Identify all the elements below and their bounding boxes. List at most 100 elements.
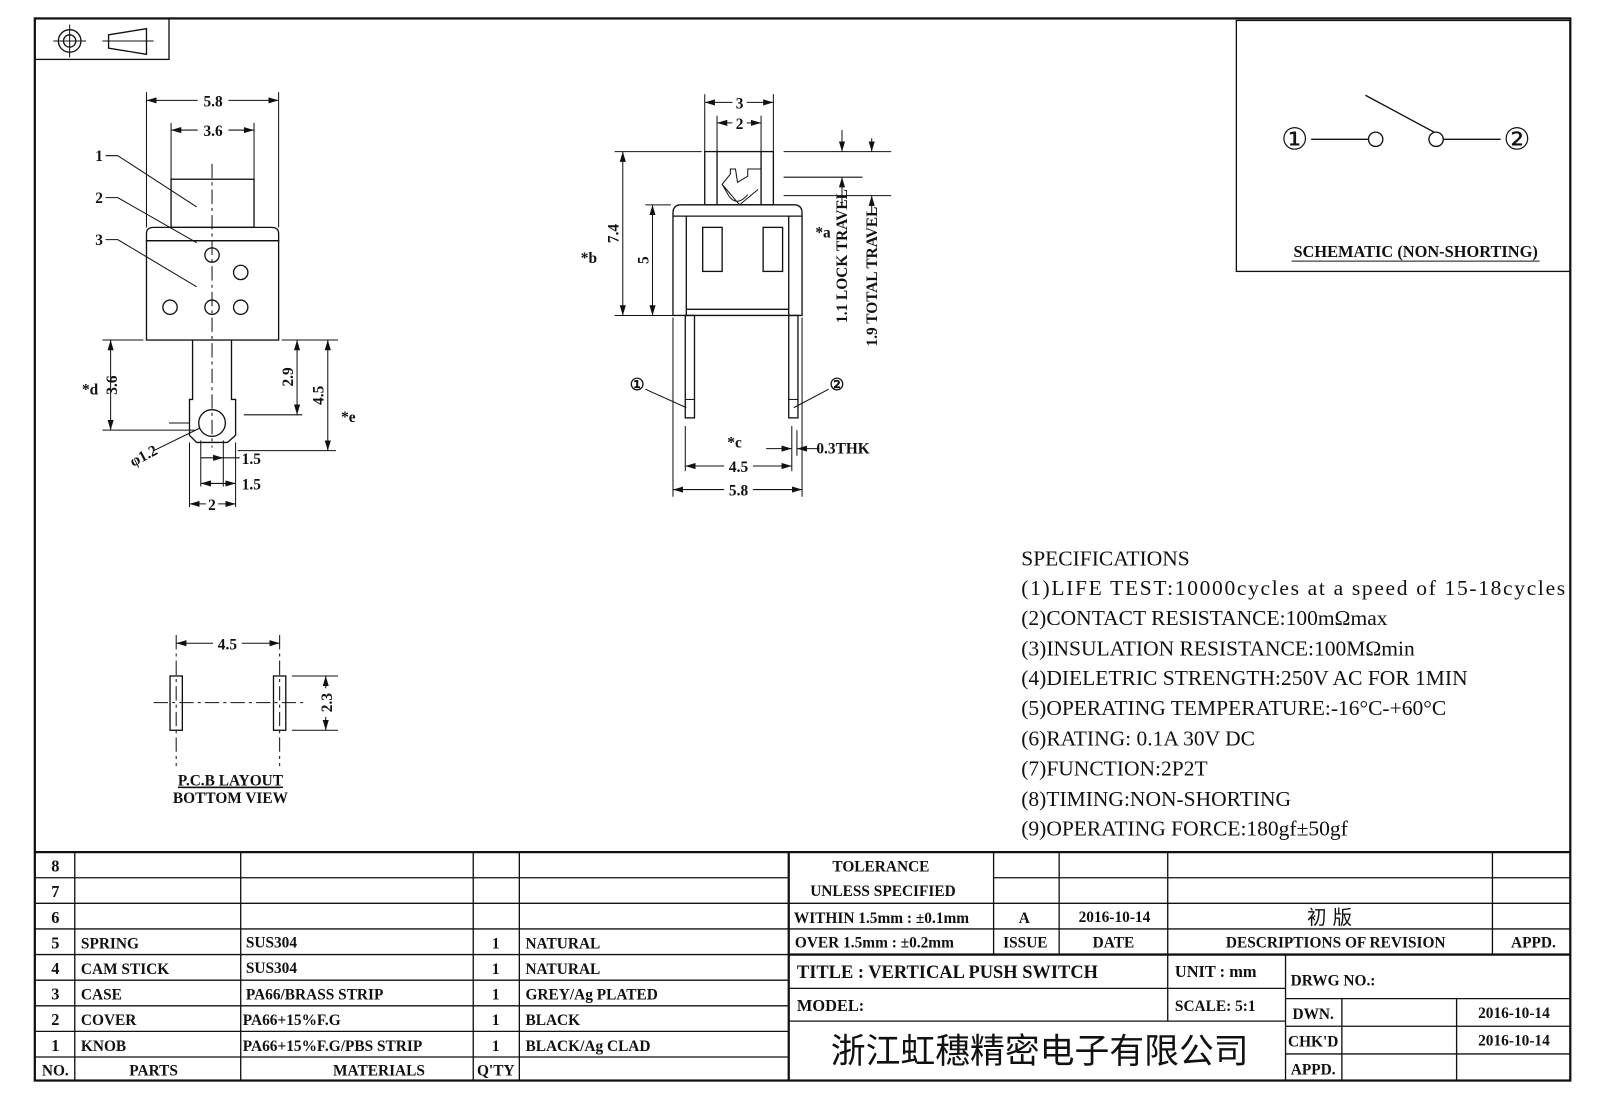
spec-item: (4)DIELETRIC STRENGTH:250V AC FOR 1MIN: [1021, 666, 1468, 690]
dim-pin-pitch: 4.5: [729, 459, 749, 476]
dim-knob-outer: 3: [736, 96, 744, 113]
dim-pcb-pitch: 4.5: [218, 636, 238, 653]
first-angle-projection-icon: [53, 24, 154, 58]
dim-lug-a: 1.5: [242, 451, 262, 468]
unit-label: UNIT : mm: [1175, 962, 1257, 981]
pcb-layout: 4.5 2.3 P.C.B LAYOUT BOTTOM VIEW: [153, 635, 339, 807]
drawn-label: DWN.: [1292, 1006, 1334, 1023]
dim-total-travel: 1.9 TOTAL TRAVEL: [864, 207, 881, 347]
terminal-1: ①: [1281, 123, 1309, 157]
issue-header: ISSUE: [1003, 934, 1047, 951]
svg-text:4: 4: [51, 959, 59, 978]
svg-text:3: 3: [51, 985, 59, 1004]
svg-text:8: 8: [51, 857, 59, 876]
model-label: MODEL:: [797, 996, 864, 1015]
dim-height-total: 7.4: [606, 224, 623, 244]
checked-date: 2016-10-14: [1478, 1033, 1550, 1050]
appd-header: APPD.: [1511, 934, 1556, 951]
callout-2: 2: [95, 190, 103, 207]
svg-text:6: 6: [51, 908, 59, 927]
tolerance-within: WITHIN 1.5mm : ±0.1mm: [794, 910, 969, 927]
front-view: 3 2 7.4 *b 5 1.1 LOCK TRAVEL 1.9 TOTAL T…: [581, 94, 892, 500]
case-holes: [162, 247, 249, 316]
cover-outline: [145, 226, 280, 242]
bom-row: 8: [51, 857, 59, 876]
svg-text:NO.: NO.: [42, 1062, 69, 1079]
svg-text:Q'TY: Q'TY: [477, 1062, 515, 1079]
body-outline: [672, 204, 803, 317]
svg-text:PA66+15%F.G/PBS STRIP: PA66+15%F.G/PBS STRIP: [243, 1038, 422, 1055]
svg-text:5: 5: [51, 933, 59, 952]
bom-row: 5 SPRING SUS304 1 NATURAL: [51, 933, 600, 952]
title-block: TOLERANCE UNLESS SPECIFIED WITHIN 1.5mm …: [788, 852, 1571, 1081]
dim-knob-inner: 2: [736, 116, 744, 133]
bom-row: 1 KNOB PA66+15%F.G/PBS STRIP 1 BLACK/Ag …: [51, 1036, 650, 1055]
callout-3: 3: [95, 232, 103, 249]
spec-item: (1)LIFE TEST:10000cycles at a speed of 1…: [1021, 576, 1565, 600]
dim-pad-length: 2.3: [319, 693, 336, 713]
bom-header-row: NO. PARTS MATERIALS Q'TY: [42, 1062, 515, 1079]
bottom-view-label: BOTTOM VIEW: [173, 790, 289, 807]
dim-hole: φ1.2: [127, 442, 161, 471]
approved-label: APPD.: [1291, 1061, 1336, 1078]
terminal-2: ②: [1503, 123, 1531, 157]
dim-width: 5.8: [729, 483, 749, 500]
dim-body-height: 5: [635, 256, 652, 264]
switch-blade: [1365, 94, 1435, 133]
drawing-border: [33, 17, 1572, 1082]
bom-table: 8 7 6 5 SPRING SUS304 1 NATURAL 4 CAM ST…: [34, 851, 1571, 1081]
schematic-caption: SCHEMATIC (NON-SHORTING): [1293, 242, 1537, 261]
spec-item: (9)OPERATING FORCE:180gf±50gf: [1021, 817, 1348, 841]
svg-text:1: 1: [492, 961, 500, 978]
dim-e-inner: 2.9: [280, 367, 297, 387]
svg-text:PA66+15%F.G: PA66+15%F.G: [243, 1012, 341, 1029]
svg-text:1: 1: [492, 935, 500, 952]
spec-item: (2)CONTACT RESISTANCE:100mΩmax: [1021, 606, 1388, 630]
cam-mechanism: [721, 168, 762, 206]
pcb-layout-label: P.C.B LAYOUT: [178, 773, 284, 790]
dim-lug-w: 2: [208, 497, 216, 514]
svg-text:1: 1: [492, 1012, 500, 1029]
svg-text:CAM STICK: CAM STICK: [81, 961, 169, 978]
dim-width: 5.8: [203, 94, 223, 111]
svg-text:2: 2: [51, 1010, 59, 1029]
bom-row: 6: [51, 908, 59, 927]
spec-item: (3)INSULATION RESISTANCE:100MΩmin: [1021, 636, 1415, 660]
svg-text:MATERIALS: MATERIALS: [333, 1062, 425, 1079]
date-header: DATE: [1093, 934, 1135, 951]
svg-text:KNOB: KNOB: [81, 1038, 126, 1055]
projection-symbol: [34, 17, 170, 61]
description-header: DESCRIPTIONS OF REVISION: [1226, 934, 1446, 951]
terminal-lug: [188, 340, 237, 444]
bom-row: 2 COVER PA66+15%F.G 1 BLACK: [51, 1010, 580, 1029]
svg-text:GREY/Ag PLATED: GREY/Ag PLATED: [525, 987, 657, 1004]
svg-text:SPRING: SPRING: [81, 935, 139, 952]
svg-text:SUS304: SUS304: [246, 934, 298, 951]
tolerance-heading: TOLERANCE: [832, 859, 929, 876]
tolerance-subheading: UNLESS SPECIFIED: [810, 883, 956, 900]
revision-description: 初 版: [1307, 906, 1352, 929]
callout-1: 1: [95, 148, 103, 165]
drawing-title: TITLE : VERTICAL PUSH SWITCH: [797, 962, 1099, 982]
spec-item: (7)FUNCTION:2P2T: [1021, 756, 1207, 780]
bom-row: 4 CAM STICK SUS304 1 NATURAL: [51, 959, 600, 978]
svg-text:PARTS: PARTS: [129, 1062, 178, 1079]
label-a: *a: [815, 225, 831, 242]
svg-text:1: 1: [51, 1036, 59, 1055]
svg-text:SUS304: SUS304: [246, 960, 298, 977]
checked-label: CHK'D: [1288, 1034, 1338, 1051]
svg-text:BLACK/Ag CLAD: BLACK/Ag CLAD: [525, 1038, 650, 1055]
svg-text:COVER: COVER: [81, 1012, 137, 1029]
drawing-number-label: DRWG NO.:: [1291, 972, 1376, 989]
bom-row: 3 CASE PA66/BRASS STRIP 1 GREY/Ag PLATED: [51, 985, 658, 1004]
label-d: *d: [82, 381, 99, 398]
dim-lock-travel: 1.1 LOCK TRAVEL: [834, 189, 851, 323]
revision-issue: A: [1019, 910, 1030, 927]
spec-item: (5)OPERATING TEMPERATURE:-16°C-+60°C: [1021, 696, 1446, 720]
specifications: SPECIFICATIONS (1)LIFE TEST:10000cycles …: [1021, 546, 1565, 840]
pin-1: [684, 314, 696, 419]
label-e: *e: [341, 409, 356, 426]
dim-thickness: 0.3THK: [816, 441, 869, 458]
dim-d: 3.6: [104, 375, 121, 395]
